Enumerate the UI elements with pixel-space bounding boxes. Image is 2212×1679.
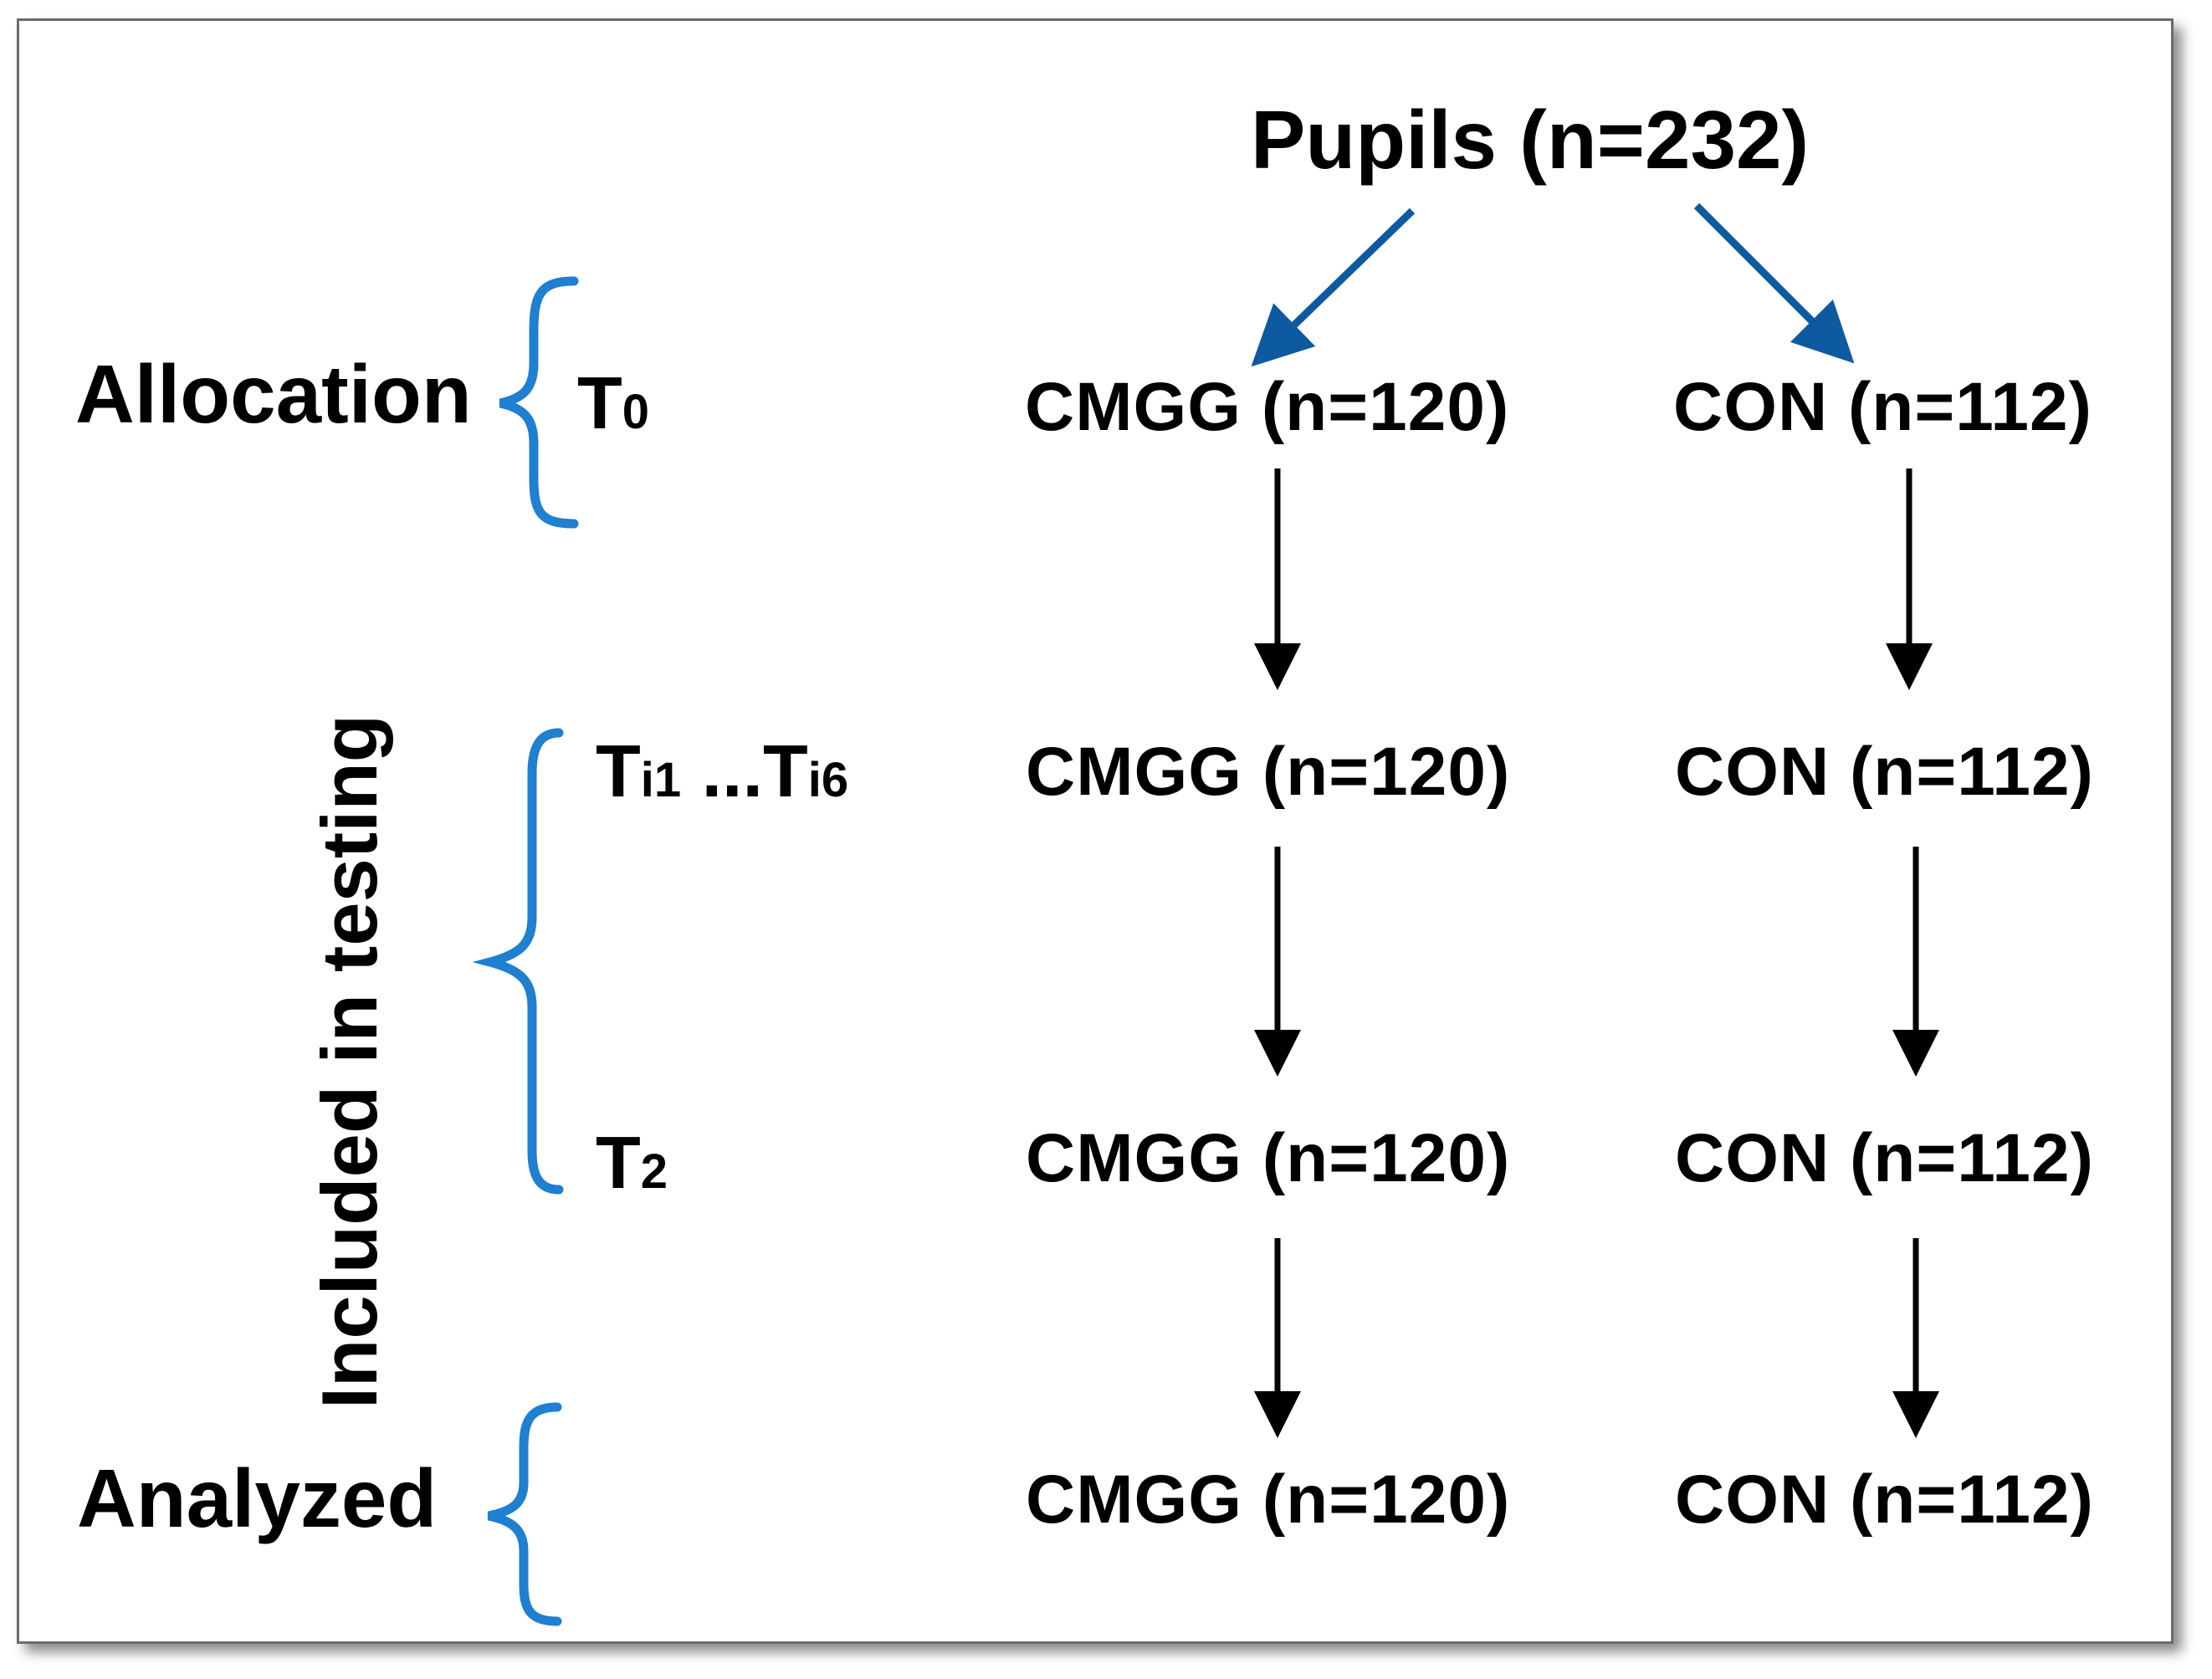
split-arrow-cmgg [1251, 207, 1416, 367]
timepoint-t0: T0 [577, 366, 649, 440]
timepoint-ti1-base: T [596, 729, 641, 812]
phase-analyzed-label: Analyzed [77, 1452, 438, 1544]
node-cmgg-allocation: CMGG (n=120) [1025, 369, 1510, 445]
node-cmgg-interim: CMGG (n=120) [1026, 734, 1511, 810]
root-node: Pupils (n=232) [1251, 94, 1810, 186]
timepoint-t2-base: T [596, 1121, 641, 1204]
node-con-allocation: CON (n=112) [1673, 369, 2092, 445]
node-con-analyzed: CON (n=112) [1675, 1461, 2094, 1538]
split-arrow-con [1693, 202, 1855, 364]
timepoint-ti6-sub: i6 [807, 753, 849, 807]
timepoint-t2-sub: 2 [640, 1144, 668, 1199]
node-con-interim: CON (n=112) [1675, 734, 2094, 810]
node-cmgg-t2: CMGG (n=120) [1026, 1120, 1511, 1196]
timepoint-t0-base: T [577, 361, 622, 444]
timepoint-ti6-base: T [762, 729, 808, 812]
node-cmgg-analyzed: CMGG (n=120) [1026, 1461, 1511, 1538]
timepoint-ti1-sub: i1 [640, 753, 682, 807]
timepoint-t0-sub: 0 [622, 385, 650, 439]
phase-testing-label: Included in testing [305, 714, 393, 1410]
brace-allocation [499, 276, 579, 529]
timepoint-ti-range: Ti1 ...Ti6 [596, 735, 848, 808]
brace-testing [472, 728, 564, 1195]
brace-analyzed [487, 1402, 562, 1626]
timepoint-ti-separator: ... [701, 729, 763, 812]
diagram-frame [17, 18, 2174, 1644]
node-con-t2: CON (n=112) [1675, 1120, 2094, 1196]
timepoint-t2: T2 [596, 1126, 668, 1200]
phase-allocation-label: Allocation [75, 348, 472, 440]
